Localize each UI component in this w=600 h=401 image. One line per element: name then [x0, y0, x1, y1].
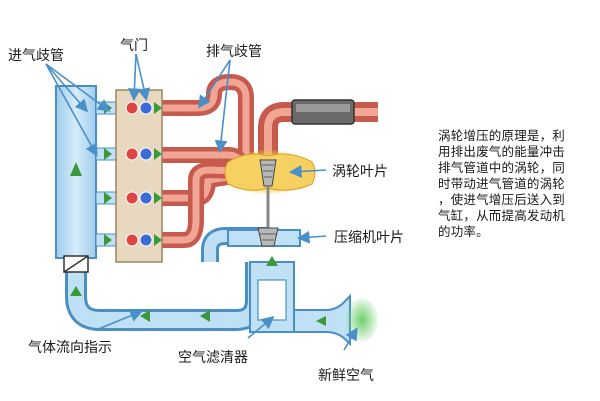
fresh-air-inlet: [293, 293, 378, 347]
exhaust-outlet: [258, 99, 378, 180]
compressor: [227, 227, 301, 247]
compressor-blade-icon: [257, 227, 279, 247]
turbine: [224, 150, 316, 232]
label-air-filter: 空气滤清器: [178, 350, 248, 366]
valve-pair-3: [125, 191, 153, 205]
label-valve: 气门: [120, 38, 148, 54]
label-exhaust-manifold: 排气歧管: [206, 44, 262, 60]
label-fresh-air: 新鲜空气: [318, 368, 374, 384]
description-line: ，使进气增压后送入到: [438, 192, 566, 207]
valve-pair-1: [125, 101, 153, 115]
air-filter: [249, 256, 295, 333]
valve-pair-4: [125, 233, 153, 247]
intake-manifold: [55, 85, 117, 259]
description-line: 排气管道中的涡轮，同: [438, 160, 566, 175]
flow-arrow-icon: [70, 162, 82, 176]
label-turbine-blade: 涡轮叶片: [332, 164, 388, 180]
engine-block: [115, 89, 163, 263]
label-compressor-blade: 压缩机叶片: [334, 230, 404, 246]
label-intake-manifold: 进气歧管: [8, 48, 64, 64]
description-paragraph: 涡轮增压的原理是，利 用排出废气的能量冲击 排气管道中的涡轮，同 时带动进气管道…: [438, 128, 596, 240]
description-line: 涡轮增压的原理是，利: [438, 128, 566, 143]
description-line: 气缸，从而提高发动机: [438, 208, 566, 223]
leader-lines: [45, 53, 358, 351]
label-flow-indicator: 气体流向指示: [28, 340, 112, 356]
description-line: 用排出废气的能量冲击: [438, 144, 566, 159]
description-line: 的功率。: [438, 224, 489, 239]
description-line: 时带动进气管道的涡轮: [438, 176, 566, 191]
turbine-blade-icon: [259, 159, 277, 187]
valve-pair-2: [125, 147, 153, 161]
